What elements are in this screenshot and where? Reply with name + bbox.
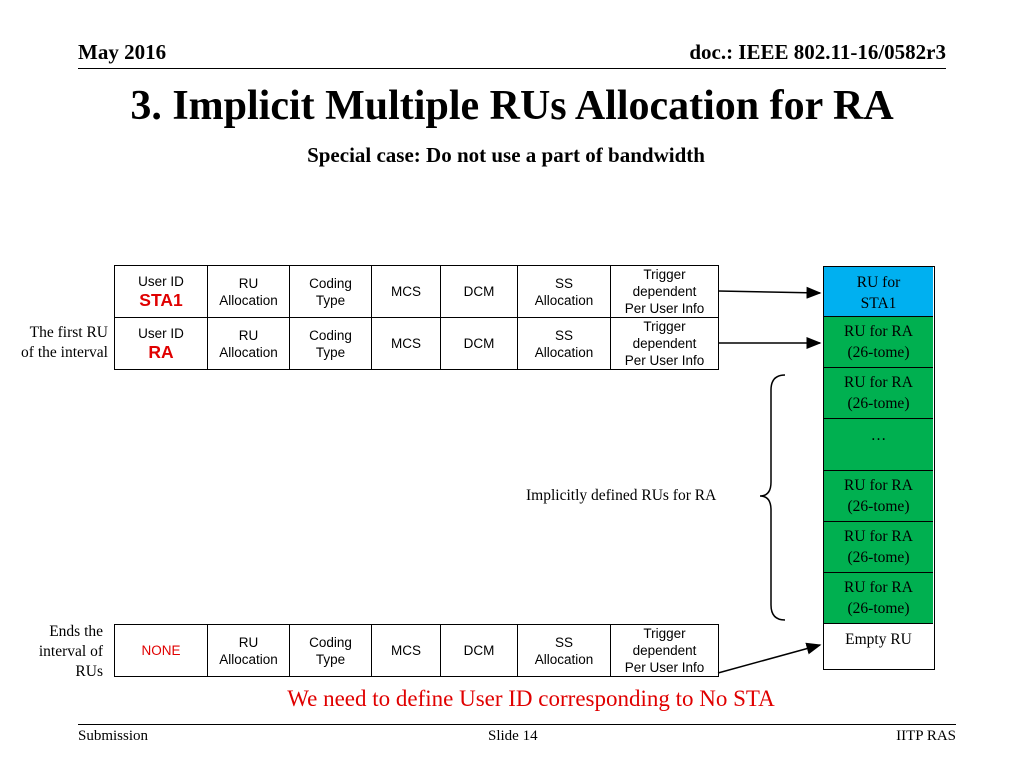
- trigger-dependent-cell: Trigger dependent Per User Info: [610, 624, 719, 677]
- ends-interval-label: Ends the interval of RUs: [38, 623, 103, 680]
- first-ru-label: The first RU of the interval: [21, 324, 108, 361]
- ru-ellipsis: …: [824, 419, 933, 471]
- user-id-label: User ID: [138, 274, 184, 289]
- user-info-row-ra: User ID RA RU Allocation Coding Type MCS…: [114, 317, 719, 370]
- ss-allocation-cell: SS Allocation: [517, 265, 611, 318]
- user-info-row-none: NONE RU Allocation Coding Type MCS DCM S…: [114, 624, 719, 677]
- user-id-cell: User ID STA1: [114, 265, 208, 318]
- ru-column: RU for STA1 RU for RA (26-tome) RU for R…: [823, 266, 935, 670]
- mcs-cell: MCS: [371, 317, 441, 370]
- coding-type-cell: Coding Type: [289, 265, 372, 318]
- trigger-dependent-cell: Trigger dependent Per User Info: [610, 317, 719, 370]
- user-id-value: STA1: [139, 290, 183, 310]
- ru-ra-4: RU for RA (26-tome): [824, 522, 933, 573]
- mcs-cell: MCS: [371, 624, 441, 677]
- slide-subtitle: Special case: Do not use a part of bandw…: [307, 143, 705, 167]
- ru-ra-3: RU for RA (26-tome): [824, 471, 933, 522]
- dcm-cell: DCM: [440, 265, 518, 318]
- user-id-label: User ID: [138, 326, 184, 341]
- coding-type-cell: Coding Type: [289, 624, 372, 677]
- implicit-rus-label: Implicitly defined RUs for RA: [526, 487, 717, 504]
- ru-allocation-cell: RU Allocation: [207, 317, 290, 370]
- user-info-row-sta1: User ID STA1 RU Allocation Coding Type M…: [114, 265, 719, 318]
- trigger-dependent-cell: Trigger dependent Per User Info: [610, 265, 719, 318]
- header-rule: [78, 68, 946, 69]
- footer-org: IITP RAS: [896, 728, 956, 744]
- ru-ra-1: RU for RA (26-tome): [824, 317, 933, 368]
- arrow-none-to-empty: [717, 642, 822, 674]
- footer-submission: Submission: [78, 728, 149, 744]
- mcs-cell: MCS: [371, 265, 441, 318]
- header-doc: doc.: IEEE 802.11-16/0582r3: [689, 40, 946, 64]
- ru-sta1: RU for STA1: [824, 267, 933, 317]
- footer-rule: [78, 724, 956, 725]
- footer-slide-number: Slide 14: [488, 728, 538, 744]
- user-id-value: RA: [148, 342, 174, 362]
- ru-ra-2: RU for RA (26-tome): [824, 368, 933, 419]
- ru-empty: Empty RU: [824, 624, 933, 669]
- arrow-sta1-to-ru: [717, 286, 822, 299]
- ss-allocation-cell: SS Allocation: [517, 624, 611, 677]
- header-date: May 2016: [78, 40, 167, 64]
- curly-brace: [759, 374, 786, 621]
- ru-ra-5: RU for RA (26-tome): [824, 573, 933, 624]
- ru-allocation-cell: RU Allocation: [207, 624, 290, 677]
- dcm-cell: DCM: [440, 624, 518, 677]
- slide-title: 3. Implicit Multiple RUs Allocation for …: [130, 83, 894, 129]
- ru-allocation-cell: RU Allocation: [207, 265, 290, 318]
- dcm-cell: DCM: [440, 317, 518, 370]
- bottom-note: We need to define User ID corresponding …: [287, 686, 775, 711]
